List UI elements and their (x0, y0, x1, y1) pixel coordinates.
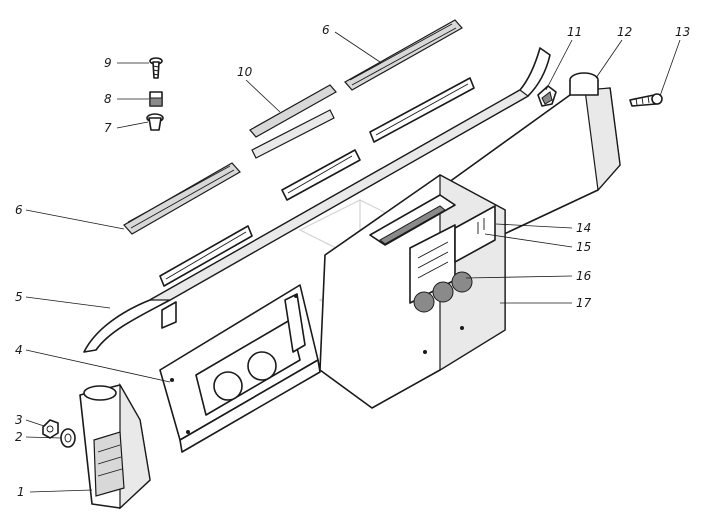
part-11-bracket (537, 85, 557, 107)
callout-2: 2 (15, 430, 23, 444)
callout-13: 13 (675, 25, 690, 39)
part-7-plug (146, 113, 164, 131)
part-6-lower-vent-grille (123, 162, 241, 235)
callout-16: 16 (576, 269, 592, 283)
part-9-screw (149, 57, 163, 79)
part-6-upper-vent-grille (344, 19, 463, 91)
callout-9: 9 (104, 56, 112, 70)
callout-12: 12 (617, 25, 632, 39)
callout-1: 1 (17, 485, 25, 499)
callout-5: 5 (15, 290, 23, 304)
callout-6-lower: 6 (15, 203, 23, 217)
callout-3: 3 (15, 413, 23, 427)
part-13-self-tapping-screw (629, 93, 663, 107)
leader-lines (25, 31, 681, 493)
callout-4: 4 (15, 343, 23, 357)
callout-15: 15 (576, 240, 591, 254)
callout-14: 14 (576, 221, 591, 235)
callout-11: 11 (567, 25, 582, 39)
part-1-left-end-cap (79, 382, 151, 510)
callout-8: 8 (104, 92, 112, 106)
part-2-washer (60, 428, 76, 448)
part-8-clip (149, 91, 163, 107)
callout-10: 10 (237, 65, 253, 79)
part-3-nut (42, 419, 59, 439)
part-17-central-console (319, 173, 506, 409)
callout-6-upper: 6 (322, 23, 330, 37)
part-5-upper-dash-pad (83, 47, 551, 353)
callout-7: 7 (104, 121, 112, 135)
part-4-instrument-panel (159, 284, 321, 453)
callout-labels: 1 2 3 4 5 6 6 7 8 9 10 11 12 13 14 15 16… (15, 23, 690, 499)
part-10-center-vent-grille (249, 84, 337, 159)
callout-17: 17 (576, 296, 592, 310)
